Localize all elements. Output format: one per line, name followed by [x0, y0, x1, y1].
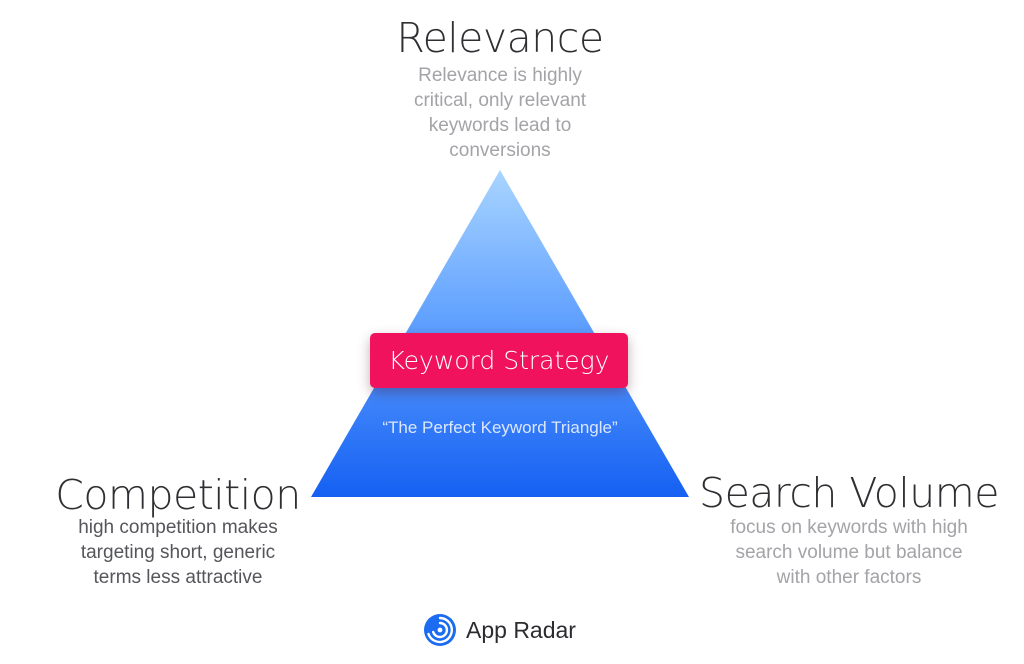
- relevance-description-line: conversions: [449, 140, 551, 161]
- search-volume-description: focus on keywords with high search volum…: [690, 515, 1008, 590]
- relevance-title: Relevance: [396, 14, 604, 62]
- relevance-description-line: critical, only relevant: [413, 90, 587, 111]
- competition-description: high competition makes targeting short, …: [20, 515, 336, 590]
- app-radar-logo-icon: [424, 614, 456, 646]
- search-volume-description-line: with other factors: [776, 567, 922, 588]
- search-volume-description-line: focus on keywords with high: [730, 517, 968, 538]
- competition-description-line: targeting short, generic: [80, 542, 276, 563]
- competition-description-line: high competition makes: [78, 517, 278, 538]
- app-radar-logo: App Radar: [422, 610, 576, 650]
- keyword-strategy-label: Keyword Strategy: [388, 346, 610, 375]
- competition-title: Competition: [55, 471, 301, 519]
- competition-description-line: terms less attractive: [93, 567, 263, 588]
- relevance-description: Relevance is highly critical, only relev…: [340, 63, 660, 163]
- search-volume-description-line: search volume but balance: [735, 542, 963, 563]
- search-volume-title: Search Volume: [699, 469, 999, 517]
- keyword-strategy-box: Keyword Strategy: [370, 333, 628, 388]
- relevance-description-line: Relevance is highly: [418, 65, 582, 86]
- app-radar-logo-text: App Radar: [466, 616, 576, 643]
- relevance-description-line: keywords lead to: [428, 115, 572, 136]
- triangle-subtitle: “The Perfect Keyword Triangle”: [382, 418, 618, 437]
